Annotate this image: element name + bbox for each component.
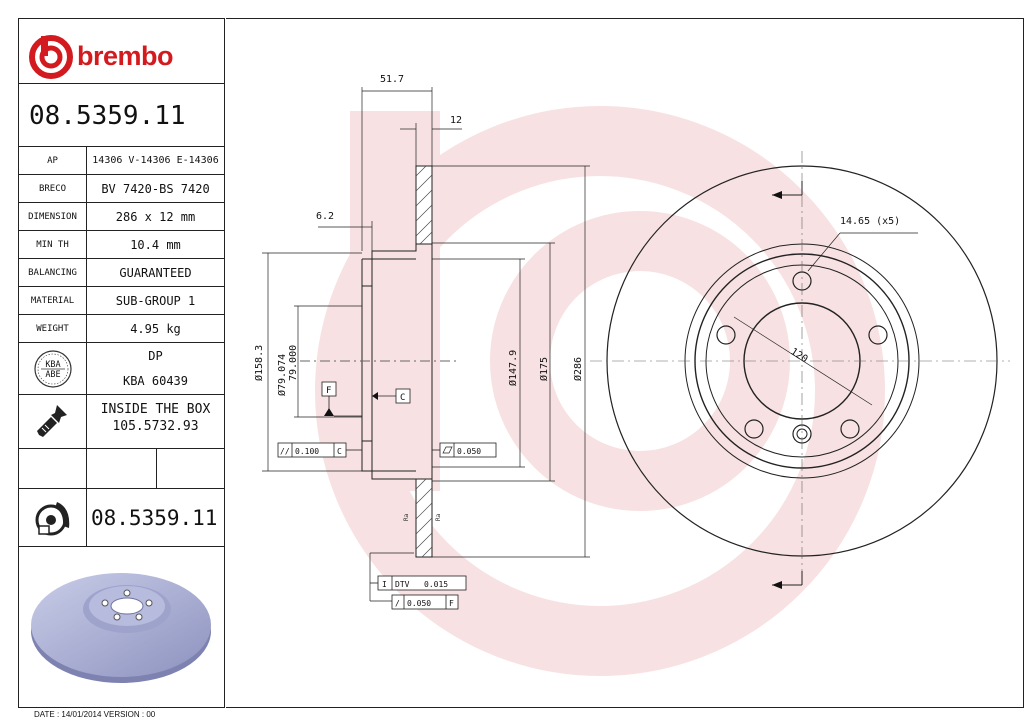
dia-158: Ø158.3: [253, 345, 265, 381]
tol-runout-value: 0.050: [407, 599, 431, 608]
spec-value: GUARANTEED: [119, 265, 192, 280]
surface-mark-a: Ra: [403, 513, 410, 521]
datum-f: F: [321, 381, 362, 417]
kba-badge-top: KBA: [45, 360, 60, 370]
screw-icon: [37, 405, 67, 437]
tol-parallelism: // 0.100 C: [277, 442, 362, 458]
section-view: [262, 87, 590, 601]
tol-flatness: 0.050: [432, 442, 497, 458]
spec-row-material: MATERIAL SUB-GROUP 1: [19, 287, 224, 315]
dim-bolt-holes: 14.65 (x5): [840, 216, 900, 227]
blank-cell-left: [19, 449, 87, 488]
inside-box-row: INSIDE THE BOX 105.5732.93: [19, 395, 224, 449]
bottom-part-row: 08.5359.11: [19, 489, 224, 547]
disc-pad-icon-cell: [19, 489, 87, 546]
brembo-logo: brembo: [23, 27, 223, 85]
technical-drawing: 51.7 12 6.2 Ø158.3 Ø79.074 79.000 Ø147.9…: [226, 18, 1024, 708]
spec-label: AP: [19, 147, 87, 174]
disc-render: [31, 573, 211, 683]
tol-dtv-label: DTV: [395, 580, 410, 589]
kba-dp: DP: [148, 349, 163, 363]
part-number-header: 08.5359.11: [19, 83, 224, 147]
footer-date-version: DATE : 14/01/2014 VERSION : 00: [34, 710, 156, 719]
spec-value: SUB-GROUP 1: [115, 293, 196, 308]
tol-dtv-value: 0.015: [424, 580, 448, 589]
kba-badge-cell: KBA ABE: [19, 343, 87, 394]
spec-row-balancing: BALANCING GUARANTEED: [19, 259, 224, 287]
front-view: [590, 151, 1010, 589]
spec-label: MIN TH: [19, 231, 87, 258]
info-panel: brembo 08.5359.11 AP 14306 V-14306 E-143…: [18, 18, 225, 708]
spec-value: 4.95 kg: [130, 321, 181, 336]
dia-147: Ø147.9: [507, 350, 519, 386]
dia-175: Ø175: [538, 357, 550, 381]
kba-badge-bottom: ABE: [45, 370, 60, 380]
surface-mark-b: Ra: [435, 513, 442, 521]
tol-runout: / 0.050 F: [370, 594, 459, 610]
bottom-part-number: 08.5359.11: [91, 505, 218, 530]
dim-overall-width: 51.7: [380, 74, 404, 85]
datum-c-label: C: [400, 393, 405, 403]
spec-row-weight: WEIGHT 4.95 kg: [19, 315, 224, 343]
brembo-logo-icon: [29, 35, 73, 79]
spec-row-min-th: MIN TH 10.4 mm: [19, 231, 224, 259]
blank-divider: [156, 449, 157, 488]
spec-value: BV 7420-BS 7420: [101, 181, 210, 196]
inside-box-icon-cell: [19, 395, 87, 448]
tol-dtv: I DTV 0.015: [370, 575, 467, 591]
kba-badge-icon: KBA ABE: [34, 350, 72, 388]
tol-parallel-value: 0.100: [295, 447, 319, 456]
spec-label: DIMENSION: [19, 203, 87, 230]
tol-parallel-ref: C: [337, 447, 342, 456]
dia-79b: 79.000: [288, 345, 299, 381]
tol-flat-value: 0.050: [457, 447, 481, 456]
brand-name: brembo: [77, 41, 174, 71]
dim-thickness: 12: [450, 115, 462, 126]
spec-row-dimension: DIMENSION 286 x 12 mm: [19, 203, 224, 231]
datum-c: C: [372, 388, 411, 404]
spec-value: 10.4 mm: [130, 237, 181, 252]
spec-value: 14306 V-14306 E-14306: [92, 155, 219, 166]
dtv-symbol-icon: I: [382, 580, 387, 589]
spec-value: 286 x 12 mm: [115, 209, 196, 224]
tol-runout-ref: F: [449, 599, 454, 608]
flatness-symbol-icon: [442, 446, 453, 454]
spec-label: WEIGHT: [19, 315, 87, 342]
datum-f-label: F: [326, 386, 331, 396]
dim-offset: 6.2: [316, 211, 334, 222]
blank-row: [19, 449, 224, 489]
runout-symbol-icon: /: [395, 599, 400, 608]
disc-pad-icon: [35, 502, 70, 536]
dia-286: Ø286: [572, 357, 584, 381]
kba-row: KBA ABE DP KBA 60439: [19, 343, 224, 395]
spec-label: BALANCING: [19, 259, 87, 286]
dia-79a: Ø79.074: [276, 354, 288, 396]
kba-number: KBA 60439: [122, 374, 189, 388]
spec-row-ap: AP 14306 V-14306 E-14306: [19, 147, 224, 175]
parallel-symbol-icon: //: [280, 447, 290, 456]
dim-pcd: 120: [788, 346, 809, 365]
inside-box-part: 105.5732.93: [112, 419, 199, 434]
spec-row-breco: BRECO BV 7420-BS 7420: [19, 175, 224, 203]
spec-label: MATERIAL: [19, 287, 87, 314]
inside-box-label: INSIDE THE BOX: [100, 402, 211, 417]
inside-box-text: INSIDE THE BOX 105.5732.93: [87, 401, 224, 435]
spec-label: BRECO: [19, 175, 87, 202]
